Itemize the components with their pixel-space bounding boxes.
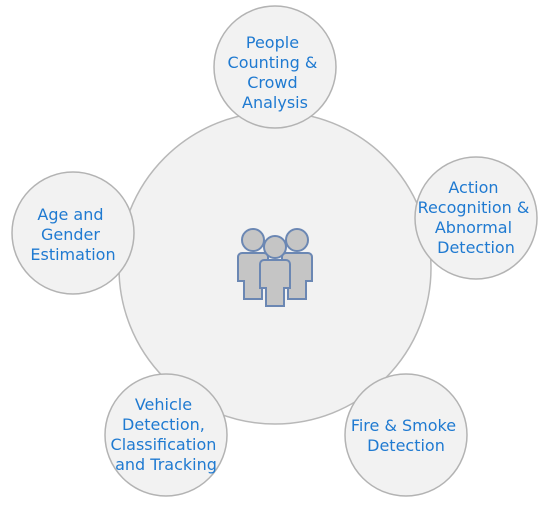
node-circle	[213, 5, 337, 129]
node-action-recognition: Action Recognition & Abnormal Detection	[414, 156, 538, 280]
node-label: Vehicle Detection, Classification and Tr…	[111, 395, 222, 474]
group-of-people-icon	[237, 228, 313, 307]
node-circle	[11, 171, 135, 295]
node-fire-smoke: Fire & Smoke Detection	[344, 373, 468, 497]
node-people-counting: People Counting & Crowd Analysis	[213, 5, 337, 129]
node-label: People Counting & Crowd Analysis	[228, 33, 323, 112]
node-age-gender: Age and Gender Estimation	[11, 171, 135, 295]
node-circle	[104, 373, 228, 497]
node-label: Fire & Smoke Detection	[351, 416, 461, 455]
node-circle	[344, 373, 468, 497]
person-middle-icon	[259, 235, 291, 307]
node-label: Age and Gender Estimation	[30, 205, 115, 264]
node-label: Action Recognition & Abnormal Detection	[418, 178, 535, 257]
node-vehicle-detection: Vehicle Detection, Classification and Tr…	[104, 373, 228, 497]
node-circle	[414, 156, 538, 280]
